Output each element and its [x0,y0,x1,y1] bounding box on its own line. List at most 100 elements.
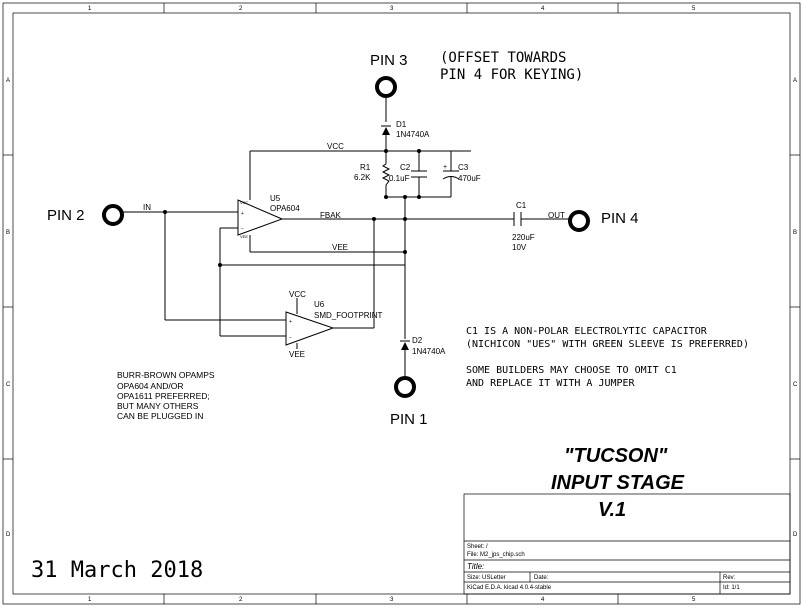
pin-1-connector[interactable] [394,376,416,398]
resistor-r1 [381,163,391,186]
column-marker: 3 [390,6,394,12]
c2-reference: C2 [400,163,411,172]
u6-value: SMD_FOOTPRINT [314,311,383,320]
title-block-title: Title: [467,562,484,571]
svg-text:VCC: VCC [240,200,249,205]
u5-value: OPA604 [270,204,300,213]
opamp-u6: + − [285,298,335,349]
net-label-in: IN [143,203,151,212]
zener-diode-d1 [381,125,391,135]
c3-reference: C3 [458,163,469,172]
r1-reference: R1 [360,163,371,172]
svg-text:−: − [241,226,244,232]
u5-reference: U5 [270,194,281,203]
net-label-vcc: VCC [327,142,344,151]
pin-2-connector[interactable] [102,204,124,226]
opamp-note-line-3: OPA1611 PREFERRED; [117,391,210,401]
column-marker: 5 [692,6,696,12]
d1-value: 1N4740A [396,130,430,139]
row-marker: A [793,78,797,84]
zener-diode-d2 [400,340,410,350]
omit-note-line-2: AND REPLACE IT WITH A JUMPER [466,378,636,389]
opamp-note-line-4: BUT MANY OTHERS [117,401,199,411]
opamp-note-line-5: CAN BE PLUGGED IN [117,411,203,421]
u6-reference: U6 [314,300,325,309]
net-label-vcc-u6: VCC [289,290,306,299]
c1-value: 220uF [512,233,535,242]
junctions [163,149,421,267]
offset-note-line-1: (OFFSET TOWARDS [440,50,566,66]
c1-note-line-1: C1 IS A NON-POLAR ELECTROLYTIC CAPACITOR [466,326,708,337]
pin-3-label: PIN 3 [370,52,408,69]
pin-4-connector[interactable] [568,210,590,232]
capacitor-c3: + [442,164,460,180]
pin-1-label: PIN 1 [390,411,428,428]
row-marker: A [6,78,10,84]
opamp-note-line-2: OPA604 AND/OR [117,381,183,391]
c1-note: C1 IS A NON-POLAR ELECTROLYTIC CAPACITOR… [466,326,749,389]
column-marker: 3 [390,597,394,603]
row-markers: A B C D A B C D [6,78,798,538]
c1-reference: C1 [516,201,527,210]
offset-note-line-2: PIN 4 FOR KEYING) [440,67,583,83]
omit-note-line-1: SOME BUILDERS MAY CHOOSE TO OMIT C1 [466,365,677,376]
design-title-line-2: INPUT STAGE [551,472,685,494]
column-marker: 2 [239,597,243,603]
column-marker: 2 [239,6,243,12]
svg-text:−: − [289,335,292,341]
title-block-date: Date: [534,575,549,581]
row-marker: C [6,382,11,388]
row-marker: B [793,230,797,236]
opamp-u5: + − VCC VEE [237,199,284,239]
capacitor-c1 [513,212,528,226]
opamp-note: BURR-BROWN OPAMPS OPA604 AND/OR OPA1611 … [117,370,215,421]
title-block-size: Size: USLetter [467,575,506,581]
net-label-fbak: FBAK [320,211,342,220]
row-marker: C [793,382,798,388]
title-block-id: Id: 1/1 [723,585,740,591]
d1-reference: D1 [396,120,407,129]
title-block-rev: Rev: [723,575,736,581]
column-marker: 1 [88,597,92,603]
c1-voltage: 10V [512,243,527,252]
d2-reference: D2 [412,336,423,345]
design-title: "TUCSON" INPUT STAGE V.1 [551,445,685,521]
net-label-vee-u6: VEE [289,350,305,359]
title-block-fields: Sheet: / File: M2_jps_chip.sch Title: Si… [467,544,740,591]
d2-value: 1N4740A [412,347,446,356]
column-marker: 4 [541,597,545,603]
pin-3-connector[interactable] [375,76,397,98]
column-marker: 1 [88,6,92,12]
r1-value: 6.2K [354,173,371,182]
svg-text:+: + [443,164,447,171]
net-label-vee: VEE [332,243,348,252]
offset-note: (OFFSET TOWARDS PIN 4 FOR KEYING) [440,50,583,83]
design-title-line-1: "TUCSON" [564,445,668,467]
row-marker: B [6,230,10,236]
row-marker: D [6,532,11,538]
c2-value: 0.1uF [389,174,410,183]
column-markers: 1 2 3 4 5 1 2 3 4 5 [88,6,696,603]
c1-note-line-2: (NICHICON "UES" WITH GREEN SLEEVE IS PRE… [466,339,749,350]
date-note: 31 March 2018 [31,558,203,583]
column-marker: 4 [541,6,545,12]
column-marker: 5 [692,597,696,603]
svg-text:+: + [241,211,244,217]
svg-text:+: + [289,319,292,325]
design-title-line-3: V.1 [598,499,626,521]
pin-2-label: PIN 2 [47,207,85,224]
opamp-note-line-1: BURR-BROWN OPAMPS [117,370,215,380]
capacitor-c2 [411,170,427,178]
title-block-kicad: KiCad E.D.A. kicad 4.0.4-stable [467,585,552,591]
net-label-out: OUT [548,211,565,220]
title-block-sheet: Sheet: / [467,544,488,550]
c3-value: 470uF [458,174,481,183]
row-marker: D [793,532,798,538]
svg-text:VEE: VEE [240,234,248,239]
title-block [463,493,791,595]
title-block-file: File: M2_jps_chip.sch [467,552,525,558]
pin-4-label: PIN 4 [601,210,639,227]
wires [122,96,570,378]
